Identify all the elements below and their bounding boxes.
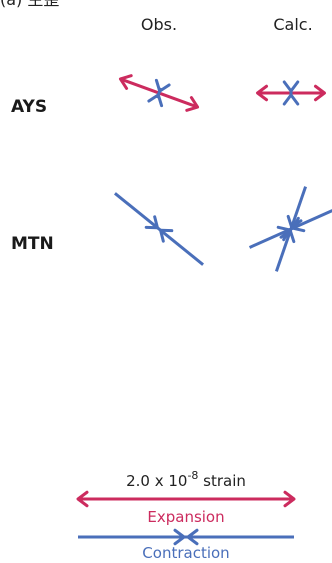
legend-arrows	[76, 490, 296, 546]
scale-title: 2.0 x 10-8 strain	[126, 469, 246, 490]
panel-label: (a) 主歪	[0, 0, 59, 9]
column-header-obs: Obs.	[141, 15, 177, 34]
legend-contraction-head-left	[173, 528, 186, 546]
legend-expansion-head-right	[283, 490, 296, 508]
mtn-calc-contraction2-head-b	[276, 225, 291, 242]
scale-exponent: -8	[187, 469, 198, 482]
mtn-calc-contraction2-head-a	[291, 216, 306, 233]
mtn-obs-contraction-head-b	[144, 215, 159, 230]
mtn-obs-contraction-line	[113, 192, 205, 266]
legend-contraction-head-right	[186, 528, 199, 546]
mtn-calc-contraction2-line	[248, 209, 332, 249]
mtn-obs-contraction-head-a	[159, 228, 174, 243]
ays-obs-contraction-head-a	[154, 78, 171, 93]
scale-mantissa: 2.0 x 10	[126, 472, 187, 490]
legend-expansion-label: Expansion	[147, 508, 224, 526]
ays-obs-expansion-head-a	[185, 96, 200, 112]
legend-contraction-label: Contraction	[142, 544, 229, 562]
legend-expansion-head-left	[76, 490, 89, 508]
station-label-mtn: MTN	[11, 234, 54, 254]
scale-unit: strain	[198, 472, 246, 490]
ays-obs-expansion-head-b	[118, 74, 133, 90]
strain-glyphs	[113, 74, 332, 272]
ays-calc-contraction-head-b	[282, 93, 300, 106]
station-label-ays: AYS	[11, 97, 47, 117]
ays-calc-expansion-head-a	[313, 84, 326, 102]
ays-calc-expansion-head-b	[256, 84, 269, 102]
column-header-calc: Calc.	[273, 15, 312, 34]
ays-obs-contraction-head-b	[147, 93, 164, 108]
ays-calc-contraction-head-a	[282, 80, 300, 93]
